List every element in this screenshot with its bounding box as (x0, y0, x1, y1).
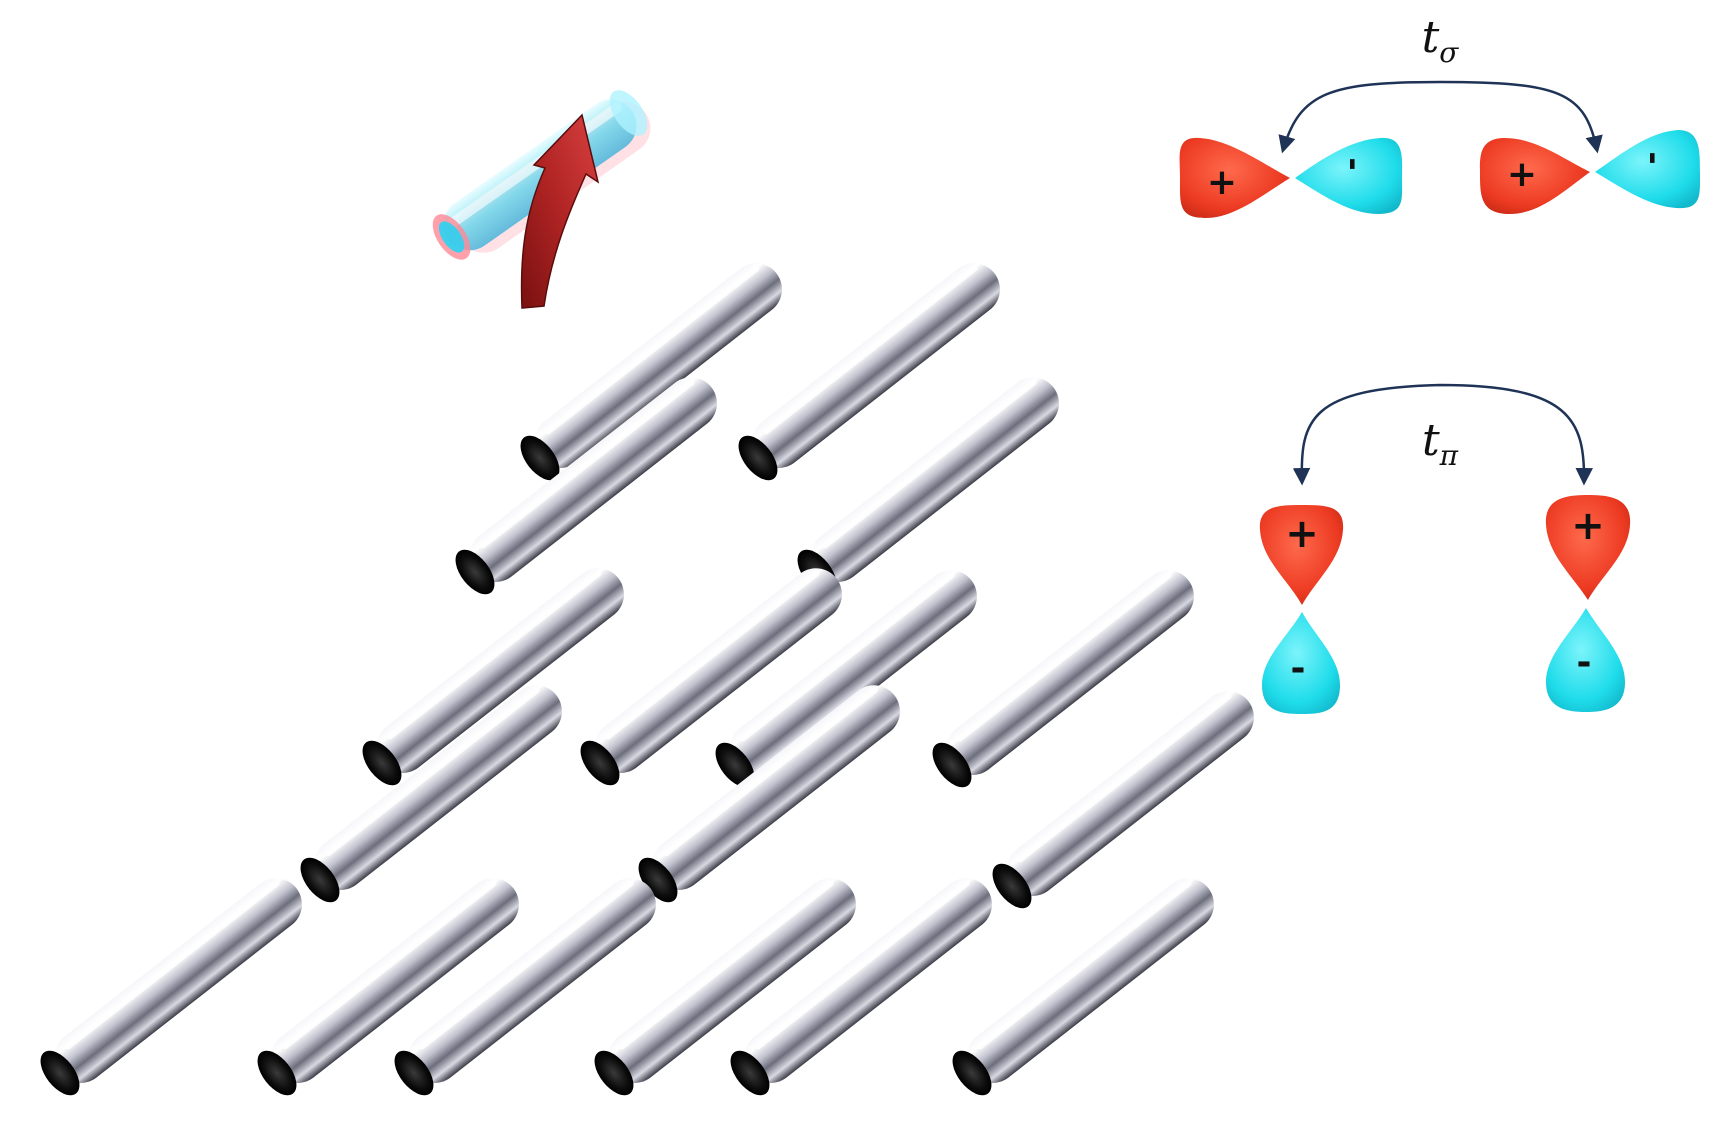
minus-sign: - (1335, 157, 1373, 170)
minus-sign: - (1577, 642, 1592, 683)
pi-hop-arrow-icon (1292, 383, 1593, 486)
t-pi-label: tπ (1422, 415, 1459, 472)
negative-lobe-icon (1295, 137, 1403, 214)
positive-lobe-icon (1179, 137, 1290, 218)
pi-orbital-right: + - (1545, 495, 1631, 712)
pi-orbital-left: + - (1259, 505, 1344, 714)
plus-sign: + (1207, 162, 1237, 203)
plus-sign: + (1285, 511, 1319, 557)
nanorod-array (40, 263, 1254, 1096)
nanorod (738, 263, 1000, 481)
nanorod (730, 878, 992, 1096)
nanorod (300, 685, 562, 903)
plus-sign: + (1507, 154, 1537, 195)
nanorod (638, 685, 900, 903)
minus-sign: - (1635, 151, 1673, 164)
plus-sign: + (1571, 503, 1605, 549)
sigma-orbital-right: + - (1479, 130, 1701, 214)
nanorod (362, 568, 624, 786)
nanorod (992, 691, 1254, 909)
nanorod (394, 878, 656, 1096)
nanorod (520, 263, 782, 481)
nanorod (715, 570, 977, 788)
nanorod (952, 878, 1214, 1096)
sigma-hopping-panel: tσ + - + - (1179, 12, 1701, 218)
nanorod (257, 878, 519, 1096)
positive-lobe-icon (1259, 505, 1344, 605)
negative-lobe-icon (1262, 612, 1340, 714)
negative-lobe-icon (1546, 608, 1625, 712)
sigma-hop-arrow-icon (1278, 80, 1603, 154)
minus-sign: - (1291, 648, 1306, 689)
positive-lobe-icon (1545, 495, 1631, 600)
negative-lobe-icon (1595, 130, 1701, 209)
t-sigma-label: tσ (1422, 12, 1460, 69)
pi-hopping-panel: tπ + - + - (1259, 383, 1631, 714)
nanorod (594, 878, 856, 1096)
rotating-rod (432, 90, 651, 309)
sigma-orbital-left: + - (1179, 137, 1403, 218)
nanorod (932, 570, 1194, 788)
nanorod (40, 878, 302, 1096)
rotation-arrow-icon (520, 113, 600, 309)
nanorod (455, 377, 717, 595)
nanorod (580, 568, 842, 786)
positive-lobe-icon (1479, 138, 1590, 214)
